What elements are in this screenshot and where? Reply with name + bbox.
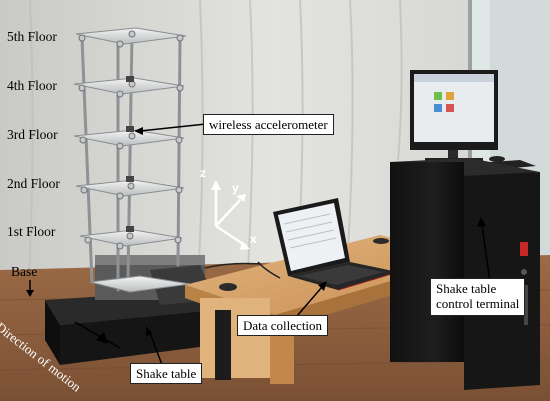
five-floor-frame — [73, 27, 191, 293]
floor-label-3: 3rd Floor — [7, 127, 58, 142]
shake-table-callout: Shake table — [130, 363, 203, 384]
data-collection-callout: Data collection — [237, 315, 329, 336]
axis-triad — [211, 180, 250, 250]
control-terminal-line1: Shake table — [436, 281, 497, 296]
axis-z-label: z — [200, 166, 206, 180]
accelerometer-callout: wireless accelerometer — [203, 114, 334, 135]
axis-x-label: x — [250, 232, 257, 246]
axis-y-label: y — [232, 181, 239, 195]
base-label: Base — [11, 264, 38, 279]
floor-label-4: 4th Floor — [7, 78, 57, 93]
callout-arrows — [26, 123, 491, 371]
control-terminal-line2: control terminal — [436, 295, 520, 311]
monitor — [410, 70, 498, 163]
floor-label-1: 1st Floor — [7, 224, 56, 239]
floor-label-5: 5th Floor — [7, 29, 57, 44]
floor-label-2: 2nd Floor — [7, 176, 60, 191]
control-terminal-callout: Shake table control terminal — [430, 278, 526, 316]
laptop — [273, 198, 399, 291]
control-cabinet — [390, 158, 540, 390]
